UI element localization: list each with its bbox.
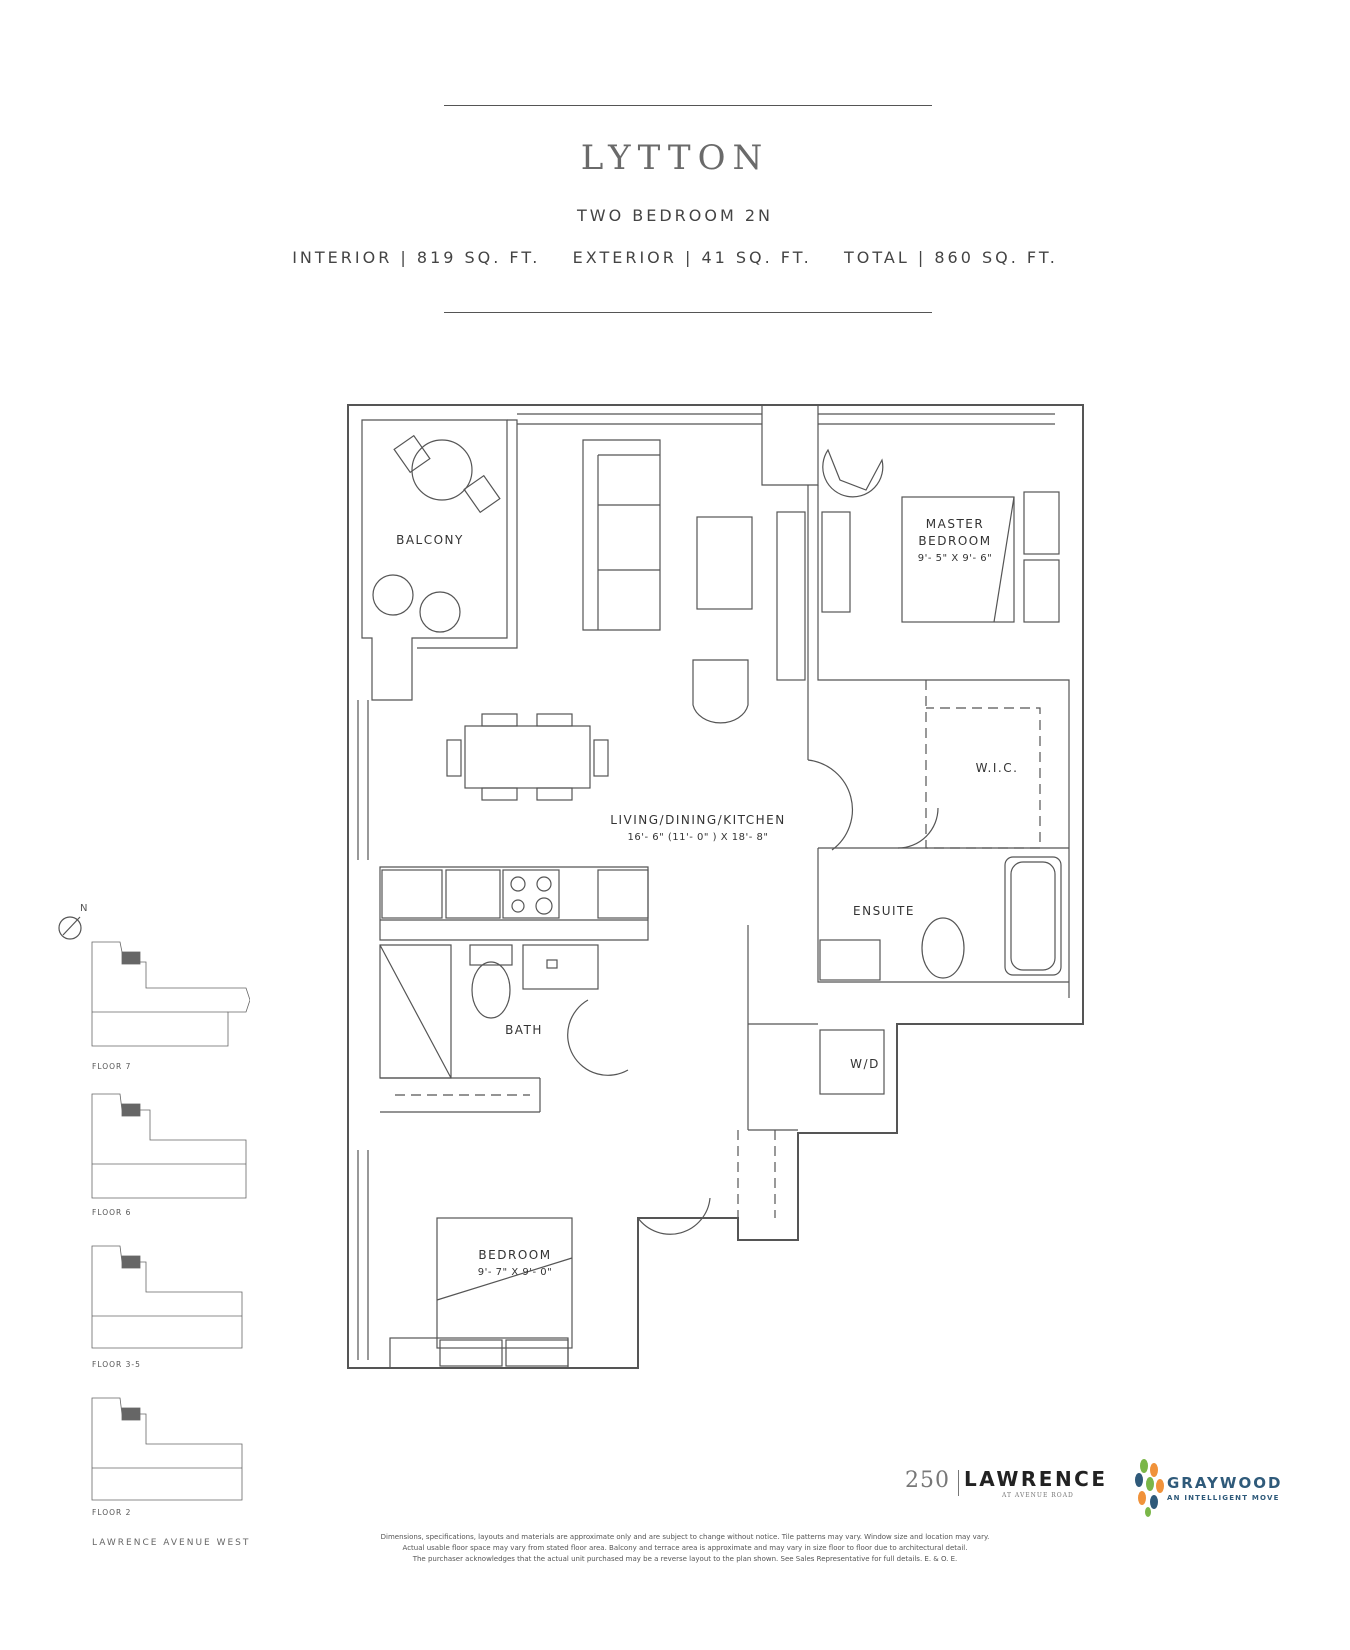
bedroom-bed (436, 1217, 573, 1349)
key-plan-floor-3-5 (91, 1245, 243, 1349)
north-label: N (80, 903, 88, 914)
bedroom-dimensions: 9'- 7" X 9'- 0" (477, 1267, 553, 1278)
room-label-wd: W/D (850, 1057, 880, 1071)
bedroom-name: BEDROOM (478, 1248, 552, 1262)
armchair (692, 659, 749, 724)
living-name: LIVING/DINING/KITCHEN (610, 813, 786, 827)
suite-name: LYTTON (580, 138, 770, 178)
room-label-bath: BATH (505, 1023, 543, 1037)
disclaimer-line: The purchaser acknowledges that the actu… (412, 1555, 958, 1563)
disclaimer: Dimensions, specifications, layouts and … (340, 1532, 1030, 1565)
coffee-table (696, 516, 753, 610)
bathtub (1004, 856, 1062, 976)
master-chair (822, 448, 884, 498)
graywood-leaf-icon (1135, 1459, 1164, 1517)
storage-column (776, 511, 806, 681)
bath-outline (379, 944, 452, 1079)
room-label-balcony: BALCONY (396, 533, 464, 547)
washer-dryer (819, 1029, 885, 1095)
key-plan-label-floor-7: FLOOR 7 (92, 1062, 132, 1071)
dining-table (464, 725, 591, 789)
sofa (582, 439, 661, 631)
street-label: LAWRENCE AVENUE WEST (92, 1538, 251, 1548)
ensuite-vanity (819, 939, 881, 981)
developer-logo-name: GRAYWOOD (1167, 1474, 1283, 1492)
key-plan-floor-6 (91, 1093, 247, 1199)
ensuite-toilet (921, 917, 965, 979)
room-label-wic: W.I.C. (975, 761, 1019, 775)
wall-living-master (807, 485, 1070, 998)
header-top-rule (444, 105, 932, 106)
exterior-wall (347, 404, 1084, 1369)
bath-vanity (522, 944, 599, 990)
header-bottom-rule (444, 312, 932, 313)
project-logo-subtitle: AT AVENUE ROAD (1002, 1492, 1074, 1499)
project-logo-number: 250 (905, 1468, 950, 1493)
master-bedroom-name: MASTER BEDROOM (918, 517, 992, 548)
room-label-living: LIVING/DINING/KITCHEN 16'- 6" (11'- 0" )… (588, 812, 808, 846)
ensuite-outline (817, 847, 1069, 983)
key-plan-floor-2 (91, 1397, 243, 1501)
room-label-ensuite: ENSUITE (853, 904, 915, 918)
key-plan-label-floor-6: FLOOR 6 (92, 1208, 132, 1217)
door-swing (567, 759, 939, 1235)
living-dimensions: 16'- 6" (11'- 0" ) X 18'- 8" (627, 832, 769, 843)
cooktop (502, 869, 560, 919)
project-logo-divider (958, 1470, 959, 1496)
north-arrow-icon (58, 916, 82, 940)
disclaimer-line: Actual usable floor space may vary from … (402, 1544, 968, 1552)
balcony-plant (372, 574, 414, 616)
unit-areas: INTERIOR | 819 SQ. FT. EXTERIOR | 41 SQ.… (292, 248, 1058, 267)
bath-toilet (471, 961, 511, 1019)
key-plan-label-floor-3-5: FLOOR 3-5 (92, 1360, 141, 1369)
disclaimer-line: Dimensions, specifications, layouts and … (380, 1533, 990, 1541)
room-label-bedroom: BEDROOM 9'- 7" X 9'- 0" (455, 1247, 575, 1281)
balcony-outline (361, 419, 508, 701)
balcony-table (411, 439, 473, 501)
room-label-master-bedroom: MASTER BEDROOM 9'- 5" X 9'- 6" (900, 516, 1010, 567)
unit-type: TWO BEDROOM 2N (576, 206, 774, 225)
window-left (357, 700, 369, 1360)
window-top (517, 413, 1055, 425)
key-plan-floor-7 (91, 941, 250, 1047)
developer-logo-tagline: AN INTELLIGENT MOVE (1167, 1494, 1280, 1502)
master-bed (901, 496, 1015, 623)
kitchen-counter (379, 866, 649, 941)
master-bedroom-dimensions: 9'- 5" X 9'- 6" (917, 553, 993, 564)
project-logo-name: LAWRENCE (964, 1467, 1108, 1491)
key-plan-label-floor-2: FLOOR 2 (92, 1508, 132, 1517)
